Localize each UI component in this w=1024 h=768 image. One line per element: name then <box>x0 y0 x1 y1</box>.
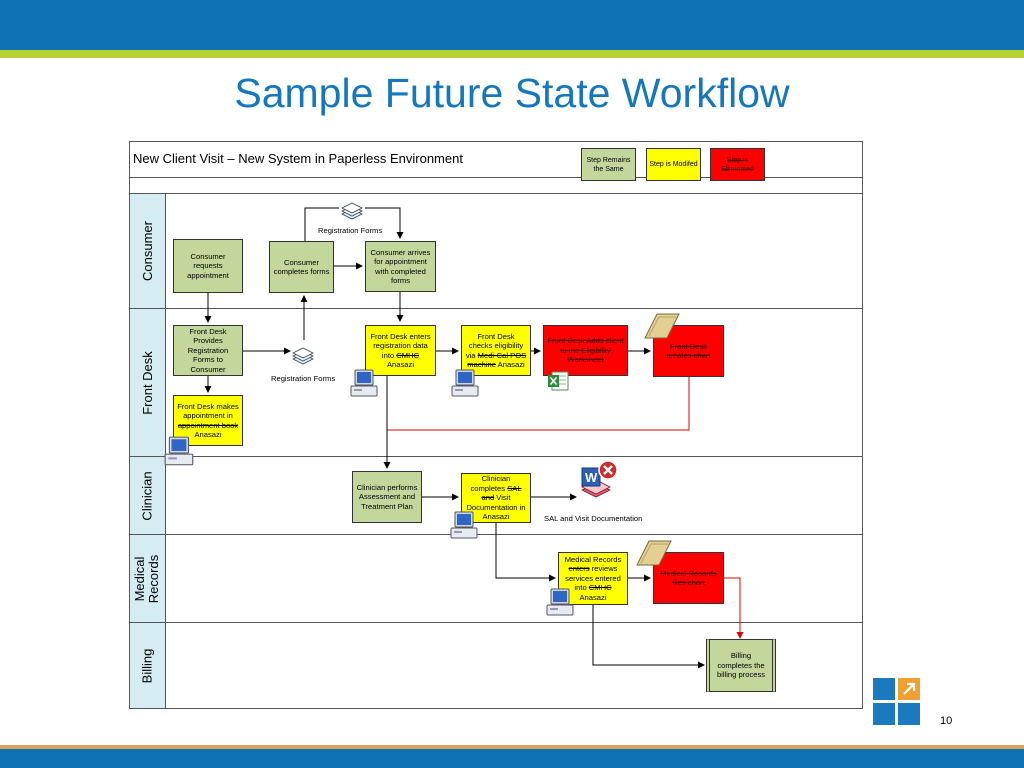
step-fd-enters-registration: Front Desk enters registration data into… <box>365 325 436 376</box>
step-mr-reviews: Medical Records enters reviews services … <box>558 552 628 605</box>
label-registration-forms-top: Registration Forms <box>318 226 383 235</box>
arrow-icon <box>903 682 916 695</box>
top-accent-line <box>0 50 1024 58</box>
computer-icon <box>546 588 574 616</box>
lane-clinician <box>129 456 863 534</box>
lane-label-clinician: Clinician <box>130 457 166 534</box>
documents-stack-icon <box>292 347 314 365</box>
excel-icon <box>548 371 569 391</box>
legend-eliminated: Step is Eliminated <box>710 148 765 181</box>
legend-same: Step Remains the Same <box>581 148 636 181</box>
lane-medical-records <box>129 534 863 622</box>
folder-icon <box>644 313 680 339</box>
word-doc-cross-icon: W <box>581 460 618 498</box>
step-fd-adds-client: Front Desk Adds client to the Eligibilit… <box>543 325 628 376</box>
folder-icon <box>636 540 672 566</box>
diagram-header-title: New Client Visit – New System in Paperle… <box>133 151 463 166</box>
page-number: 10 <box>940 715 953 727</box>
step-clinician-performs: Clinician performs Assessment and Treatm… <box>352 471 422 523</box>
step-fd-provides-forms: Front Desk Provides Registration Forms t… <box>173 325 243 376</box>
bottom-banner <box>0 749 1024 768</box>
lane-label-front-desk: Front Desk <box>130 309 166 456</box>
lane-label-consumer: Consumer <box>130 194 166 308</box>
computer-icon <box>450 511 478 539</box>
step-consumer-requests: Consumer requests appointment <box>173 239 243 293</box>
label-registration-forms-mid: Registration Forms <box>271 374 336 383</box>
computer-icon <box>451 369 479 397</box>
slide-title: Sample Future State Workflow <box>234 70 790 116</box>
step-billing-completes: Billing completes the billing process <box>706 639 776 692</box>
diagram-frame <box>129 141 863 709</box>
company-logo <box>873 678 921 726</box>
bottom-accent-line <box>0 745 1024 749</box>
documents-stack-icon <box>341 202 363 220</box>
top-banner <box>0 0 1024 50</box>
lane-billing <box>129 622 863 709</box>
label-sal-visit-documentation: SAL and Visit Documentation <box>544 514 643 523</box>
lane-label-medical-records: Medical Records <box>130 535 166 622</box>
step-consumer-arrives: Consumer arrives for appointment with co… <box>365 241 436 292</box>
lane-label-billing: Billing <box>130 623 166 708</box>
legend-modified: Step is Modifed <box>646 148 701 181</box>
step-fd-checks-eligibility: Front Desk checks eligibility via Medi-C… <box>461 325 531 376</box>
diagram-header <box>129 141 863 178</box>
lane-front-desk <box>129 308 863 456</box>
computer-icon <box>164 436 194 466</box>
computer-icon <box>350 369 378 397</box>
svg-text:W: W <box>585 470 598 485</box>
lane-consumer <box>129 193 863 308</box>
step-mr-files-chart: Medical Records files chart <box>653 552 724 604</box>
step-consumer-completes: Consumer completes forms <box>269 241 334 293</box>
